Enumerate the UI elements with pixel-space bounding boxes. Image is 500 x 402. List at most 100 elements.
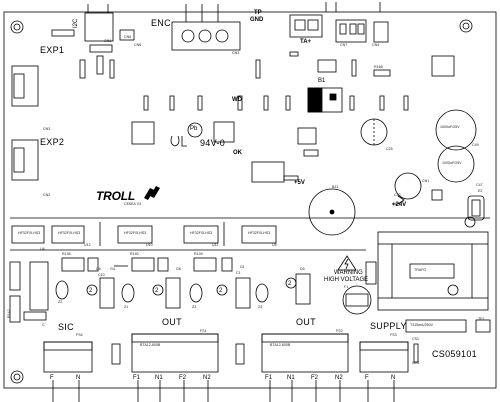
out2-terminal-n1: N1 — [287, 375, 295, 381]
terminal-out1 — [131, 333, 219, 373]
ref-cn1: CN1 — [422, 179, 430, 183]
relay-u4 — [11, 225, 45, 244]
triac-right — [193, 257, 217, 272]
ref-cn2: CN2 — [43, 193, 51, 197]
part-number: CS059101 — [432, 349, 477, 359]
supply-label: SUPPLY — [370, 321, 407, 331]
ref-g6: G6 — [176, 267, 181, 271]
buzzer — [308, 188, 356, 236]
sic-terminal-n: N — [76, 375, 81, 381]
ref-c47: C47 — [476, 183, 483, 187]
svg-text:2: 2 — [219, 288, 223, 294]
out1-terminal-f2: F2 — [179, 375, 187, 381]
relay-u12 — [51, 225, 85, 244]
ref-r139: R139 — [194, 252, 203, 256]
c47-capacitor — [437, 145, 475, 183]
mounting-hole — [13, 23, 21, 31]
ref-fs3: FS3 — [390, 333, 397, 337]
troll-logo-sub: CE6EA V3 — [124, 202, 141, 206]
relay-u10 — [117, 225, 153, 244]
ref-u10: U10 — [146, 243, 153, 247]
ref-cs1: CS1 — [412, 337, 419, 341]
out1-label: OUT — [162, 317, 182, 327]
enc-label: ENC — [151, 18, 171, 28]
ref-d5: D5 — [300, 267, 305, 271]
ref-b1: B1 — [318, 78, 326, 84]
ref-fs1: FS1 — [200, 329, 207, 333]
gnd-label: GND — [250, 17, 264, 23]
svg-text:2: 2 — [288, 281, 292, 287]
triac-left — [61, 257, 85, 272]
ref-u11: U11 — [212, 243, 219, 247]
ref-z4: Z4 — [258, 305, 263, 309]
ref-fs4: FS4 — [76, 333, 83, 337]
ref-c25: C25 — [386, 147, 393, 151]
ref-c10: C10 — [98, 273, 105, 277]
relay-u11-text: HF32F/5-HS3 — [190, 231, 213, 235]
i2c-label: I2C — [73, 18, 79, 28]
mounting-hole — [10, 370, 24, 384]
ref-z3: Z3 — [192, 305, 197, 309]
tp-label: TP — [254, 10, 262, 16]
terminal-sic — [43, 341, 93, 373]
ref-cn3: CN3 — [232, 51, 240, 55]
ref-c49: C49 — [472, 143, 479, 147]
varistor-z3 — [189, 283, 203, 303]
out2-label: OUT — [296, 317, 316, 327]
e2-fuse-holder — [467, 195, 485, 221]
svg-text:2: 2 — [89, 288, 93, 294]
exp2-connector — [11, 139, 39, 181]
ref-z1: Z1 — [124, 305, 129, 309]
ref-cn4: CN4 — [372, 43, 380, 47]
ok-label: OK — [233, 150, 242, 156]
terminal-supply — [359, 341, 409, 373]
out1-term-text: BTA12-600B — [140, 343, 161, 347]
out2-term-text: BTA12-600B — [270, 343, 291, 347]
ref-tf1: TF1 — [478, 317, 485, 321]
ref-fs2: FS2 — [336, 329, 343, 333]
supply-terminal-n: N — [391, 375, 396, 381]
ref-g1: G1 — [240, 265, 245, 269]
cn7-connector — [335, 19, 367, 43]
relay-u10-text: HF32F/5-HS3 — [124, 231, 147, 235]
plus24v-label: +24V — [392, 202, 407, 208]
rating-label: 94V-0 — [200, 138, 226, 148]
varistor-z4 — [255, 283, 269, 303]
enc-connector — [171, 21, 241, 51]
exp1-label: EXP1 — [40, 45, 65, 55]
varistor-z1 — [121, 283, 135, 303]
svg-text:2: 2 — [155, 288, 159, 294]
board-outline — [3, 11, 497, 389]
c42-capacitor — [394, 172, 422, 200]
out2-terminal-n2: N2 — [335, 375, 343, 381]
ref-u4: U4 — [40, 247, 45, 251]
relay-u11 — [183, 225, 219, 244]
ref-cn6: CN6 — [134, 43, 142, 47]
ref-cn8: CN8 — [104, 39, 112, 43]
varistor-z2 — [55, 280, 69, 300]
relay-u4-text: HF32F/5-HS3 — [18, 231, 41, 235]
ref-f1: F1 — [344, 285, 349, 289]
ref-g4: G4 — [110, 267, 115, 271]
exp1-connector — [11, 65, 39, 107]
pb-label: Pb — [190, 126, 198, 132]
ref-c6: C6 — [96, 267, 101, 271]
mounting-hole — [462, 22, 470, 30]
ta-plus-label: TA+ — [300, 39, 312, 45]
warning-line1: WARNING — [334, 270, 363, 276]
ref-u12: U12 — [84, 243, 91, 247]
transformer-tf1 — [377, 231, 489, 311]
relay-u5 — [241, 225, 277, 244]
ref-c42: C42 — [394, 193, 401, 197]
ref-r168: R168 — [374, 65, 383, 69]
warning-triangle — [337, 255, 357, 271]
ref-cn3b: CN3 — [43, 127, 51, 131]
plus5v-label: +5V — [294, 180, 305, 186]
c49-text: 1000uF/25V — [440, 125, 460, 129]
relay-u5-text: HF32F/5-HS3 — [248, 231, 271, 235]
relay-u12-text: HF32F/5-HS3 — [58, 231, 81, 235]
ref-bz1: BZ1 — [332, 185, 339, 189]
c49-capacitor — [435, 109, 477, 151]
c47-text: 1000uF/25V — [442, 161, 462, 165]
